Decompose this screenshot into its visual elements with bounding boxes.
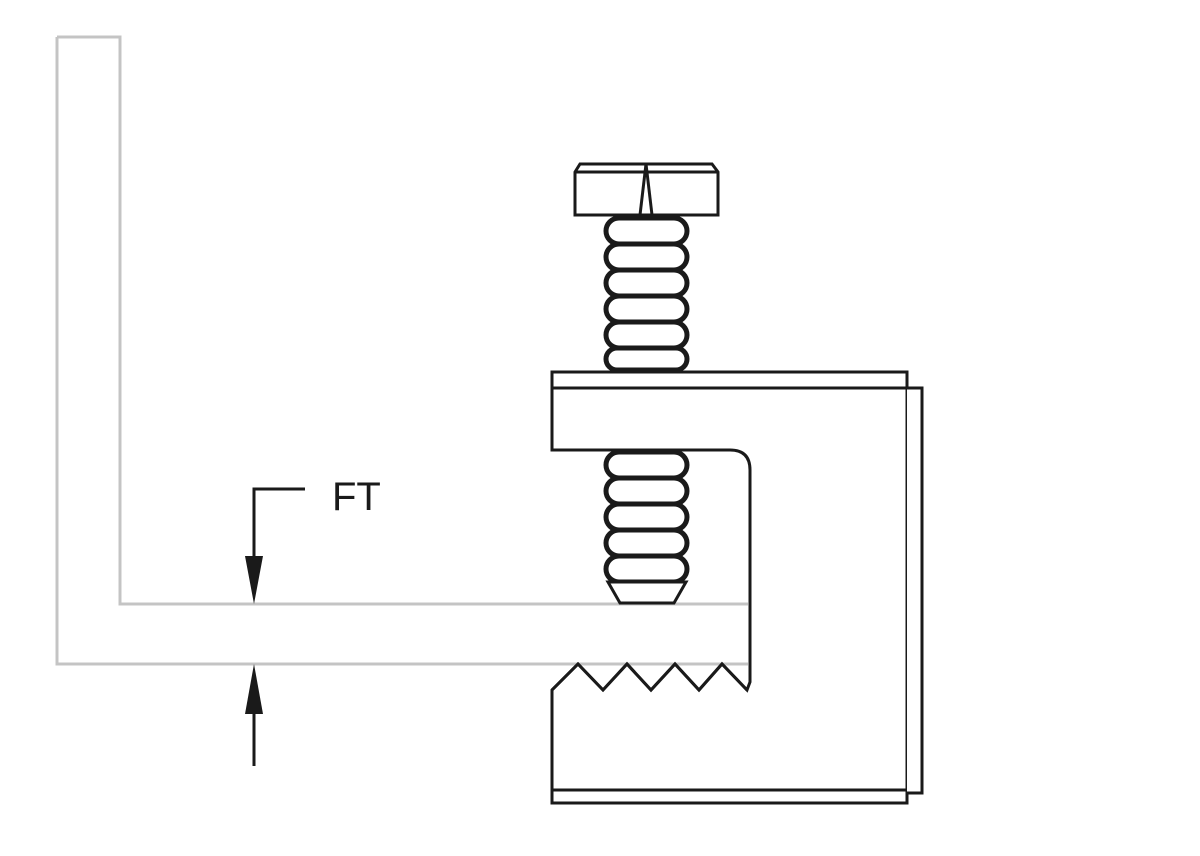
arrow-up-icon	[245, 664, 263, 714]
clamp-c-frame	[550, 370, 909, 805]
lower-threads	[603, 449, 690, 605]
thread-ring	[603, 345, 690, 373]
thread-ring	[603, 241, 690, 273]
flange-thickness-dimension: FT	[245, 475, 381, 766]
clamp-body	[550, 370, 924, 805]
thread-ring	[603, 501, 690, 533]
upper-threads	[603, 215, 690, 373]
thread-ring	[603, 215, 690, 247]
arrow-down-icon	[245, 556, 263, 604]
clamp-serrated-jaw	[550, 661, 749, 693]
thread-ring	[603, 527, 690, 559]
thread-ring	[603, 553, 690, 585]
thread-ring	[603, 449, 690, 481]
dimension-leader-line	[252, 487, 305, 560]
clamp-back-plate	[907, 386, 924, 795]
dimension-label-ft: FT	[332, 475, 381, 519]
screw-cone-tip	[605, 580, 689, 605]
thread-ring	[603, 475, 690, 507]
thread-ring	[603, 319, 690, 351]
set-screw	[573, 162, 720, 605]
thread-ring	[603, 267, 690, 299]
thread-ring	[603, 293, 690, 325]
beam-flange-outline	[55, 35, 748, 666]
